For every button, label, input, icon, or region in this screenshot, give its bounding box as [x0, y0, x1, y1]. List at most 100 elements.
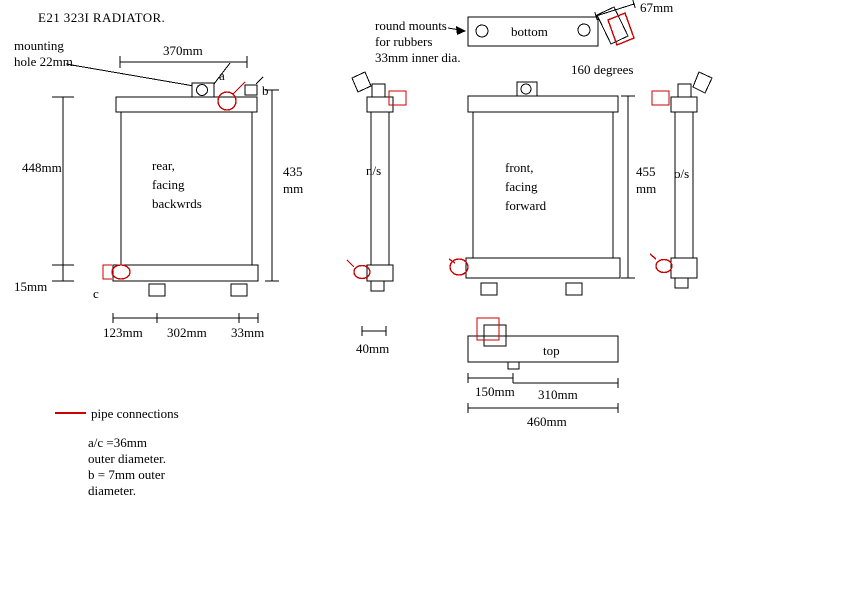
rear-foot-left: [148, 283, 166, 297]
front-caption-line2: facing: [505, 179, 538, 194]
rear-view: 370mm a b c rear, facing backwrds: [14, 43, 303, 340]
top-view-bracket-tab: [507, 361, 520, 370]
bottom-bent-bracket-pipe: [607, 12, 635, 46]
top-total-dimension: [467, 403, 619, 413]
ns-depth-label: 40mm: [356, 341, 389, 356]
os-top-bracket-flap: [692, 71, 713, 94]
ns-core: [370, 111, 390, 266]
mounting-hole-note-line2: hole 22mm: [14, 54, 73, 69]
rear-caption-line2: facing: [152, 177, 185, 192]
rear-caption-line1: rear,: [152, 158, 175, 173]
ns-foot: [370, 280, 385, 292]
legend: pipe connections a/c =36mm outer diamete…: [55, 406, 179, 498]
os-top-bracket: [677, 83, 692, 98]
bottom-mount-hole-left: [475, 24, 489, 38]
round-mounts-note-line1: round mounts: [375, 18, 447, 33]
rear-mounting-bracket: [191, 82, 215, 98]
bracket-length-label: 67mm: [640, 0, 673, 15]
bottom-view-outline: [467, 16, 599, 47]
front-height-value: 455: [636, 164, 656, 179]
os-top-tank: [670, 96, 698, 113]
bottom-view-label: bottom: [511, 24, 548, 39]
mounting-hole-leader-line: [65, 63, 195, 87]
rear-top-width-dimension: [119, 56, 248, 85]
point-a-label: a: [219, 68, 225, 83]
front-mounting-bracket: [516, 81, 538, 98]
os-foot: [674, 277, 689, 289]
front-bottom-tank: [465, 257, 621, 279]
mounting-hole: [196, 84, 208, 96]
ns-top-bracket-flap: [351, 71, 372, 93]
rear-core: [120, 111, 253, 266]
bottom-mount-hole-right: [577, 23, 591, 37]
rear-bottom-left-label: 123mm: [103, 325, 143, 340]
top-view-label: top: [543, 343, 560, 358]
top-right-dim-label: 310mm: [538, 387, 578, 402]
point-c-label: c: [93, 286, 99, 301]
front-mounting-hole: [520, 83, 532, 95]
rear-height-dimension-right: [265, 89, 279, 282]
front-top-tank: [467, 95, 619, 113]
top-total-dim-label: 460mm: [527, 414, 567, 429]
mounting-hole-note-line1: mounting: [14, 38, 64, 53]
ns-top-pipe: [388, 90, 407, 106]
bottom-view: bottom 67mm 160 degrees: [467, 0, 673, 77]
rear-height-right-unit: mm: [283, 181, 303, 196]
bracket-angle-label: 160 degrees: [571, 62, 633, 77]
rear-top-width-label: 370mm: [163, 43, 203, 58]
ns-label: n/s: [366, 163, 381, 178]
legend-note-line3: b = 7mm outer: [88, 467, 166, 482]
rear-fitting-b-tab: [255, 76, 264, 85]
top-right-dimension: [513, 378, 619, 388]
front-height-unit: mm: [636, 181, 656, 196]
legend-note-line1: a/c =36mm: [88, 435, 147, 450]
top-view: top 150mm 310mm 460mm: [467, 317, 619, 429]
os-bottom-tank: [670, 257, 698, 279]
legend-note-line4: diameter.: [88, 483, 136, 498]
front-foot-right: [565, 282, 583, 296]
round-mounts-note-line2: for rubbers: [375, 34, 432, 49]
os-bottom-pipe: [649, 253, 673, 274]
os-core: [674, 111, 694, 259]
front-bottom-pipe: [448, 258, 469, 276]
rear-bottom-middle-label: 302mm: [167, 325, 207, 340]
rear-bottom-dimension: [112, 313, 259, 323]
ns-bottom-pipe: [346, 259, 371, 280]
rear-caption-line3: backwrds: [152, 196, 202, 211]
top-left-dimension: [467, 373, 514, 383]
legend-note-line2: outer diameter.: [88, 451, 166, 466]
front-caption-line3: forward: [505, 198, 547, 213]
front-foot-left: [480, 282, 498, 296]
rear-height-dimension-left: [52, 96, 74, 266]
rear-height-left-label: 448mm: [22, 160, 62, 175]
rear-foot-right: [230, 283, 248, 297]
ns-depth-dimension: [361, 326, 387, 336]
nearside-view: n/s 40mm: [346, 71, 407, 356]
round-mounts-arrow: [447, 26, 466, 35]
rear-height-right-value: 435: [283, 164, 303, 179]
bottom-bent-bracket: [596, 6, 629, 45]
top-view-pipe: [476, 317, 500, 341]
front-core: [472, 111, 614, 259]
rear-fitting-b: [244, 84, 258, 96]
ns-top-bracket: [371, 83, 386, 98]
legend-pipe-label: pipe connections: [91, 406, 179, 421]
os-top-pipe: [651, 90, 670, 106]
os-label: o/s: [674, 166, 689, 181]
offside-view: o/s: [649, 71, 713, 289]
rear-bottom-tank: [112, 264, 259, 282]
diagram-title: E21 323I RADIATOR.: [38, 10, 165, 25]
front-height-dimension: [621, 95, 635, 279]
bracket-length-dimension: [594, 0, 636, 20]
top-view-filler: [483, 324, 507, 347]
rear-bottom-right-label: 33mm: [231, 325, 264, 340]
front-view: front, facing forward 455 mm: [448, 81, 656, 296]
top-left-dim-label: 150mm: [475, 384, 515, 399]
front-caption-line1: front,: [505, 160, 534, 175]
ns-bottom-tank: [366, 264, 394, 282]
rear-pipe-c: [102, 264, 131, 280]
rear-bottom-tank-label: 15mm: [14, 279, 47, 294]
rear-bottom-tank-dimension: [52, 265, 74, 282]
round-mounts-note-line3: 33mm inner dia.: [375, 50, 461, 65]
